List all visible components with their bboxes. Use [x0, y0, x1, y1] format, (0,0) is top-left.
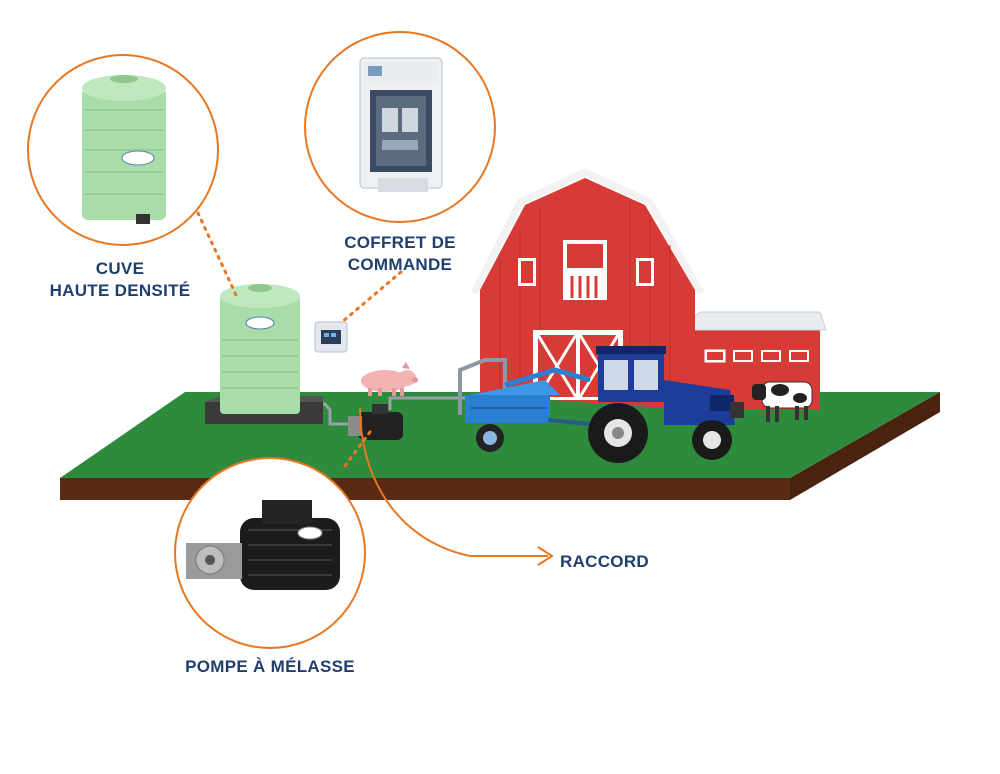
label-raccord: RACCORD — [560, 552, 649, 571]
control-box-zoom-circle — [304, 31, 496, 223]
label-coffret-line1: COFFRET DE — [344, 233, 456, 252]
label-pompe: POMPE À MÉLASSE — [185, 657, 355, 676]
label-coffret-line2: COMMANDE — [347, 255, 453, 274]
cow-icon — [752, 381, 813, 422]
label-coffret: COFFRET DE COMMANDE — [330, 232, 470, 276]
label-cuve-line2: HAUTE DENSITÉ — [49, 281, 191, 300]
tank-icon — [205, 284, 323, 424]
raccord-arrow — [359, 407, 554, 566]
label-cuve: CUVE HAUTE DENSITÉ — [40, 258, 200, 302]
tractor-icon — [588, 346, 744, 463]
label-cuve-line1: CUVE — [95, 259, 145, 278]
tank-zoom-circle — [27, 54, 219, 246]
pump-zoom-circle — [174, 457, 366, 649]
control-box-icon — [314, 321, 348, 353]
pig-icon — [361, 362, 418, 396]
leader-lines — [196, 211, 403, 472]
